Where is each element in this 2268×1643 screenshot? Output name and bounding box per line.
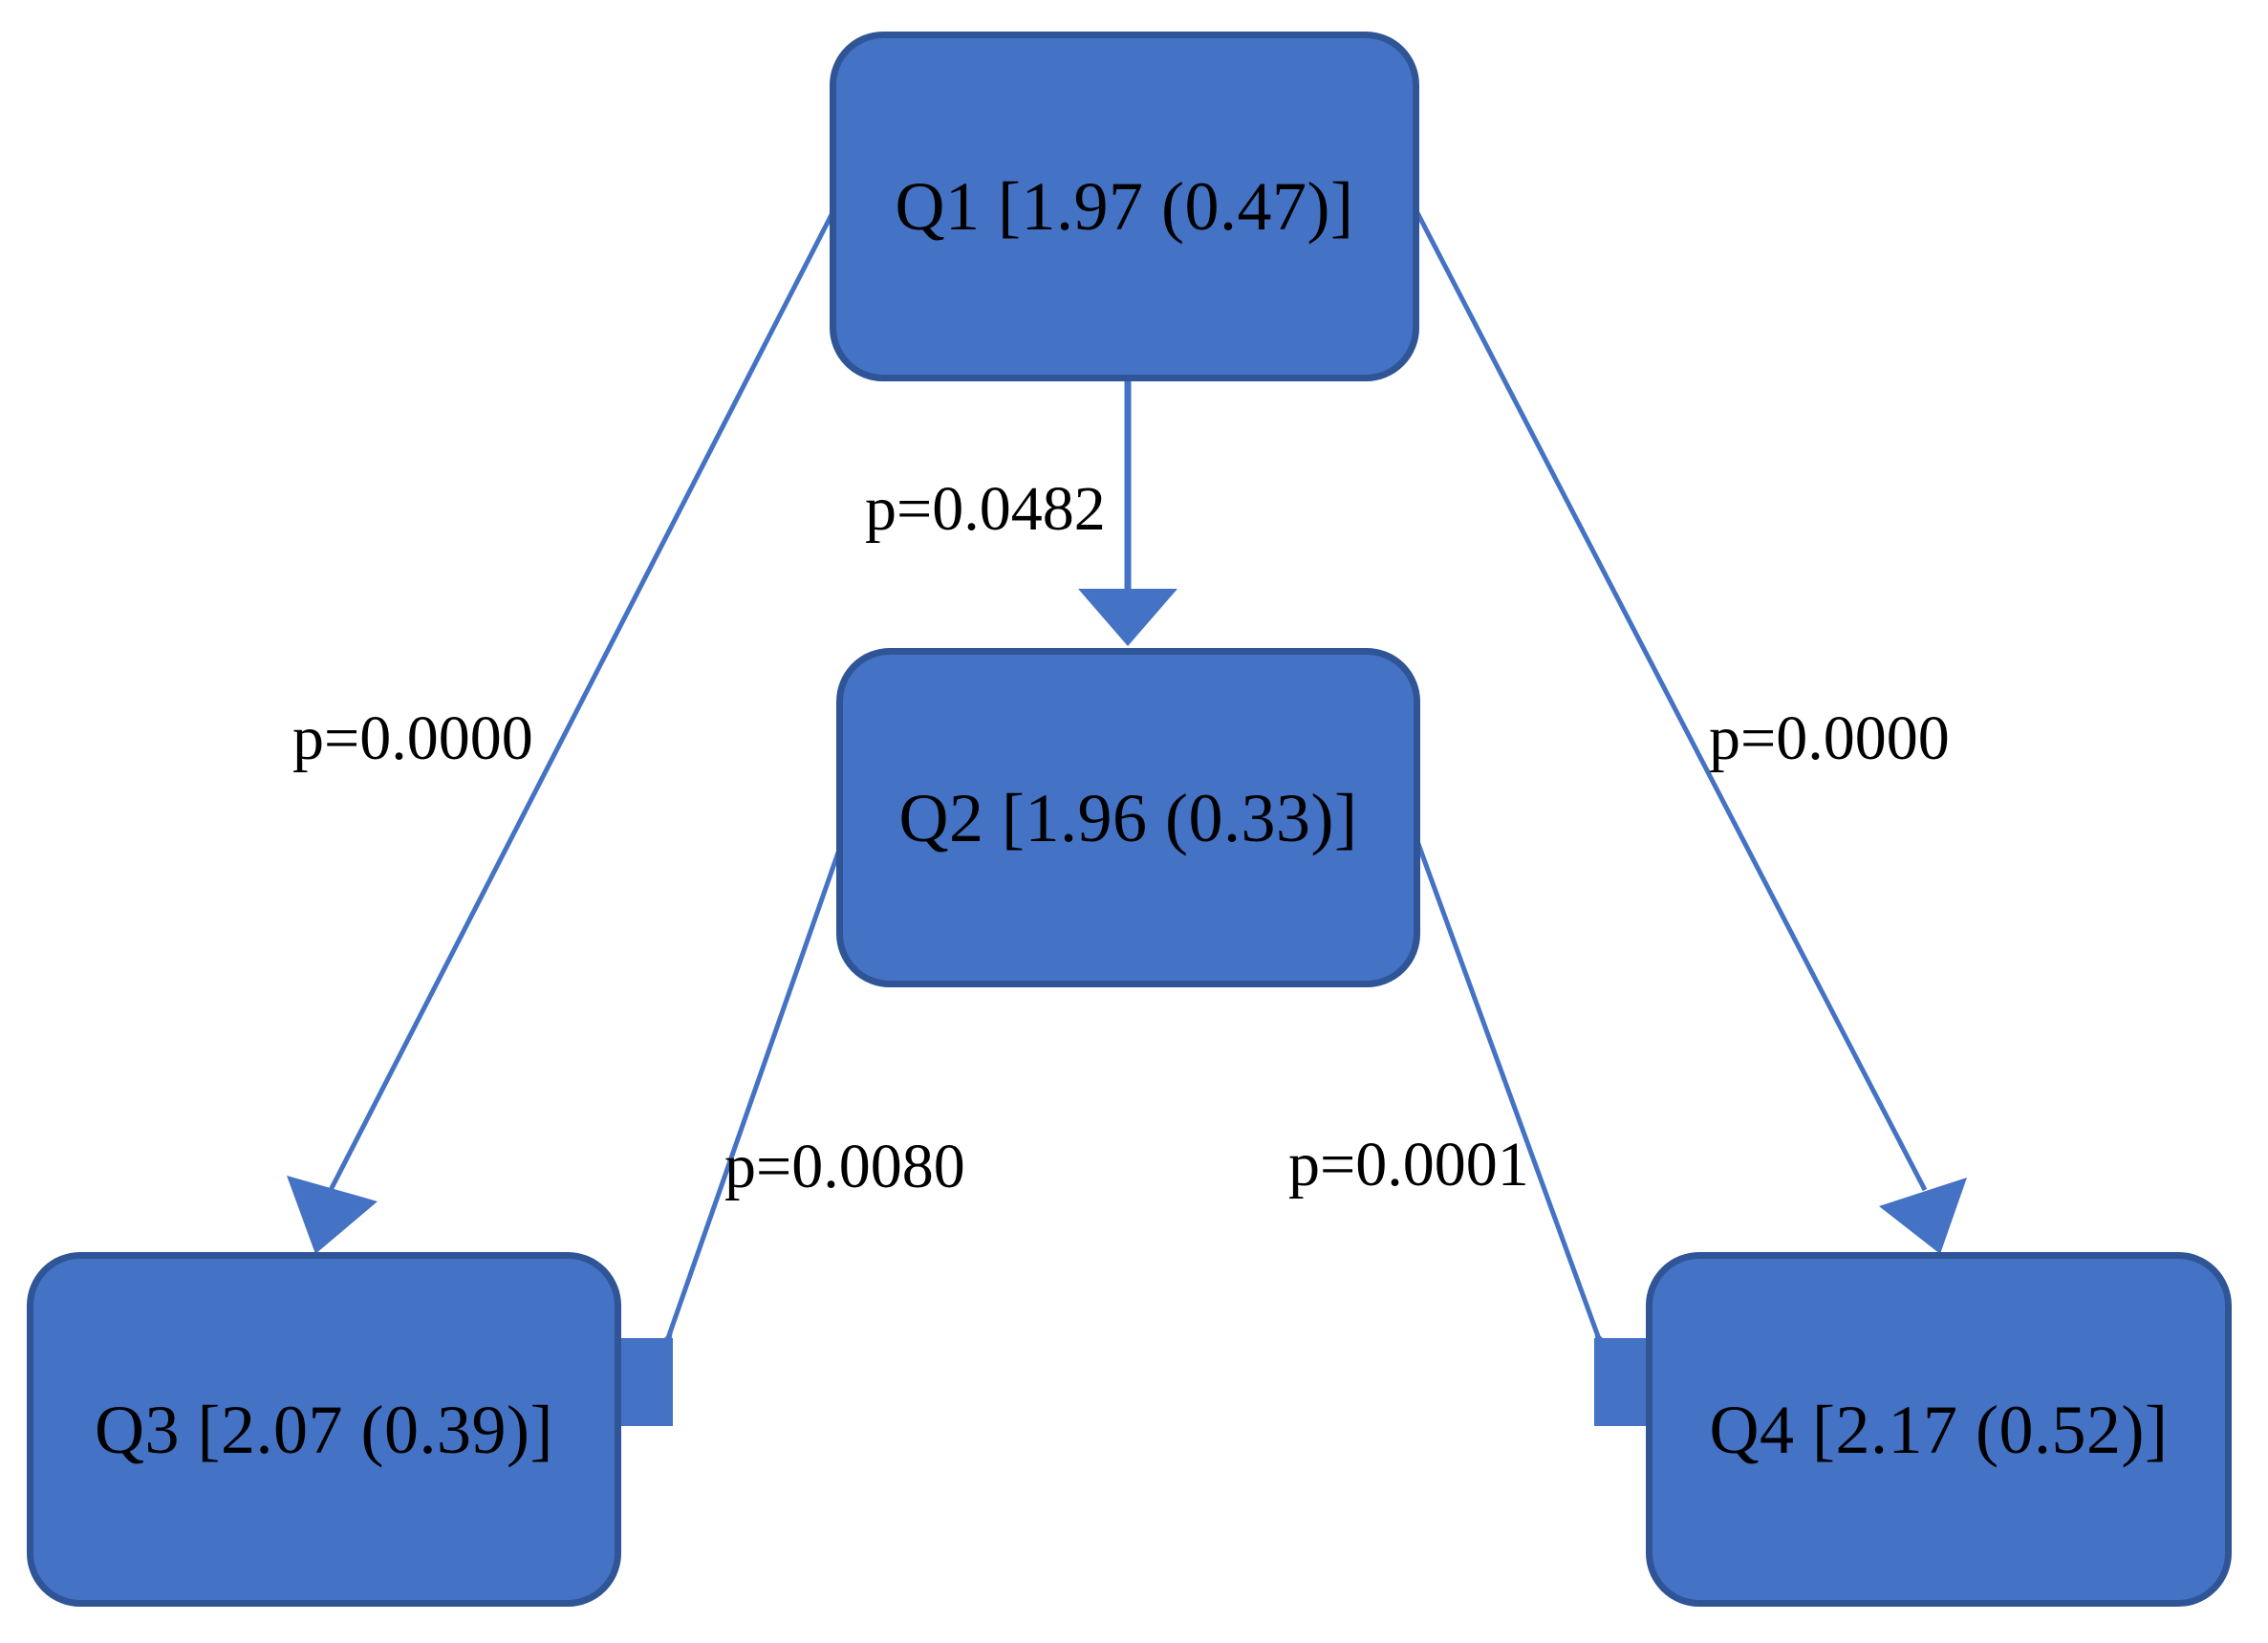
node-q2[interactable]: Q2 [1.96 (0.33)] <box>836 648 1420 987</box>
edge-q1-to-q4 <box>1410 202 1967 1254</box>
edge-q2-to-q3 <box>619 832 848 1426</box>
edge-label-q1-to-q2: p=0.0482 <box>865 474 1106 544</box>
edge-label-q2-to-q3: p=0.0080 <box>724 1132 965 1201</box>
node-q4-label: Q4 [2.17 (0.52)] <box>1709 1391 2169 1468</box>
edge-q1-to-q3 <box>287 202 840 1254</box>
node-q1-label: Q1 [1.97 (0.47)] <box>895 168 1354 245</box>
node-q3-label: Q3 [2.07 (0.39)] <box>95 1391 553 1468</box>
edge-label-q1-to-q4: p=0.0000 <box>1709 703 1950 773</box>
edge-label-q2-to-q4: p=0.0001 <box>1288 1130 1529 1200</box>
edge-q1-to-q2 <box>1078 380 1177 646</box>
node-q2-label: Q2 [1.96 (0.33)] <box>898 779 1358 856</box>
node-q3[interactable]: Q3 [2.07 (0.39)] <box>27 1252 621 1607</box>
edge-label-q1-to-q3: p=0.0000 <box>292 703 533 773</box>
node-q1[interactable]: Q1 [1.97 (0.47)] <box>830 32 1419 381</box>
node-q4[interactable]: Q4 [2.17 (0.52)] <box>1646 1252 2232 1607</box>
edge-q2-to-q4 <box>1412 832 1646 1426</box>
